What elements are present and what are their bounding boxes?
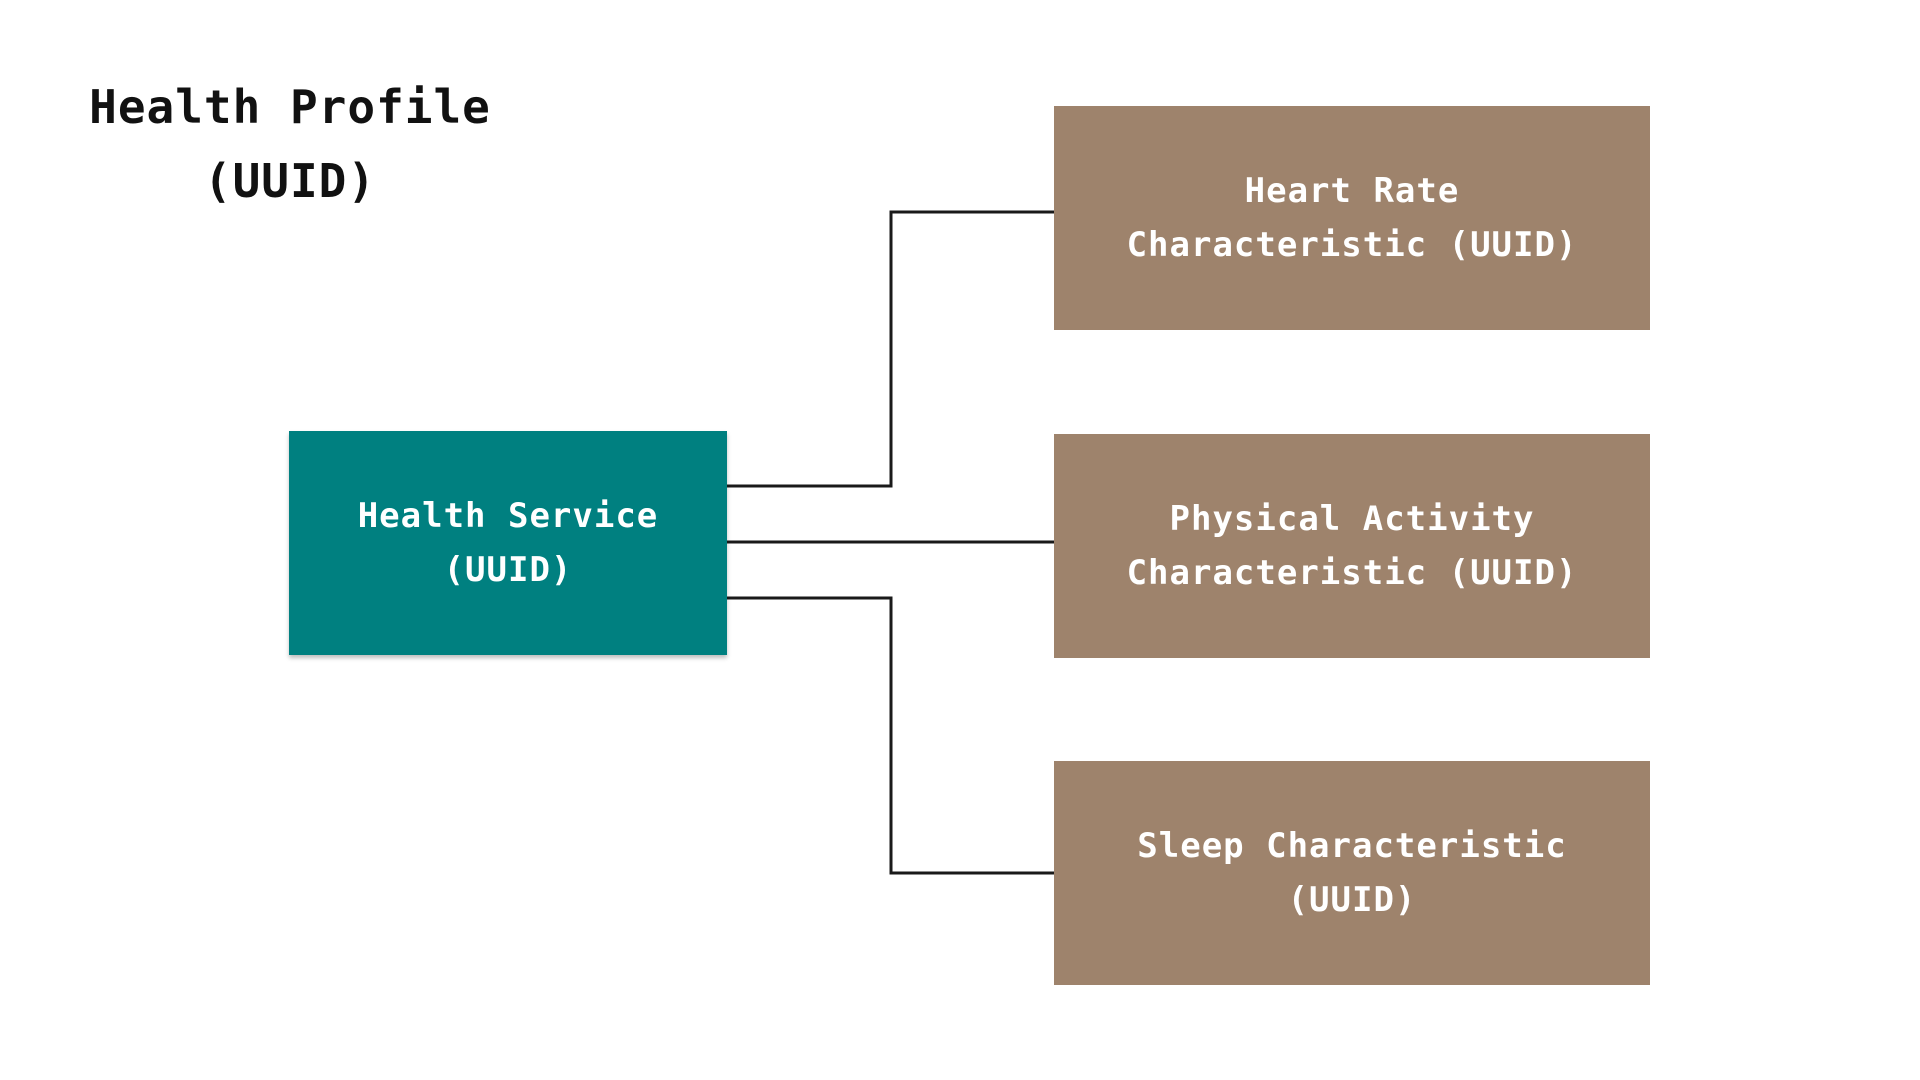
connector-sleep — [727, 596, 1054, 875]
connector-heart-rate — [727, 210, 1054, 488]
characteristic-label-line2: (UUID) — [1287, 880, 1417, 920]
profile-title: Health Profile (UUID) — [60, 70, 520, 218]
characteristic-label-line2: Characteristic (UUID) — [1126, 553, 1578, 593]
profile-title-line1: Health Profile — [89, 80, 491, 134]
profile-title-line2: (UUID) — [203, 154, 377, 208]
physical-activity-characteristic-box: Physical Activity Characteristic (UUID) — [1054, 434, 1650, 658]
health-service-box: Health Service (UUID) — [289, 431, 727, 655]
service-label-line1: Health Service — [357, 496, 659, 536]
service-label-line2: (UUID) — [443, 550, 573, 590]
sleep-characteristic-box: Sleep Characteristic (UUID) — [1054, 761, 1650, 985]
characteristic-label-line1: Physical Activity — [1169, 499, 1535, 539]
characteristic-label-line1: Sleep Characteristic — [1137, 826, 1567, 866]
characteristic-label-line1: Heart Rate — [1244, 171, 1460, 211]
characteristic-label-line2: Characteristic (UUID) — [1126, 225, 1578, 265]
heart-rate-characteristic-box: Heart Rate Characteristic (UUID) — [1054, 106, 1650, 330]
